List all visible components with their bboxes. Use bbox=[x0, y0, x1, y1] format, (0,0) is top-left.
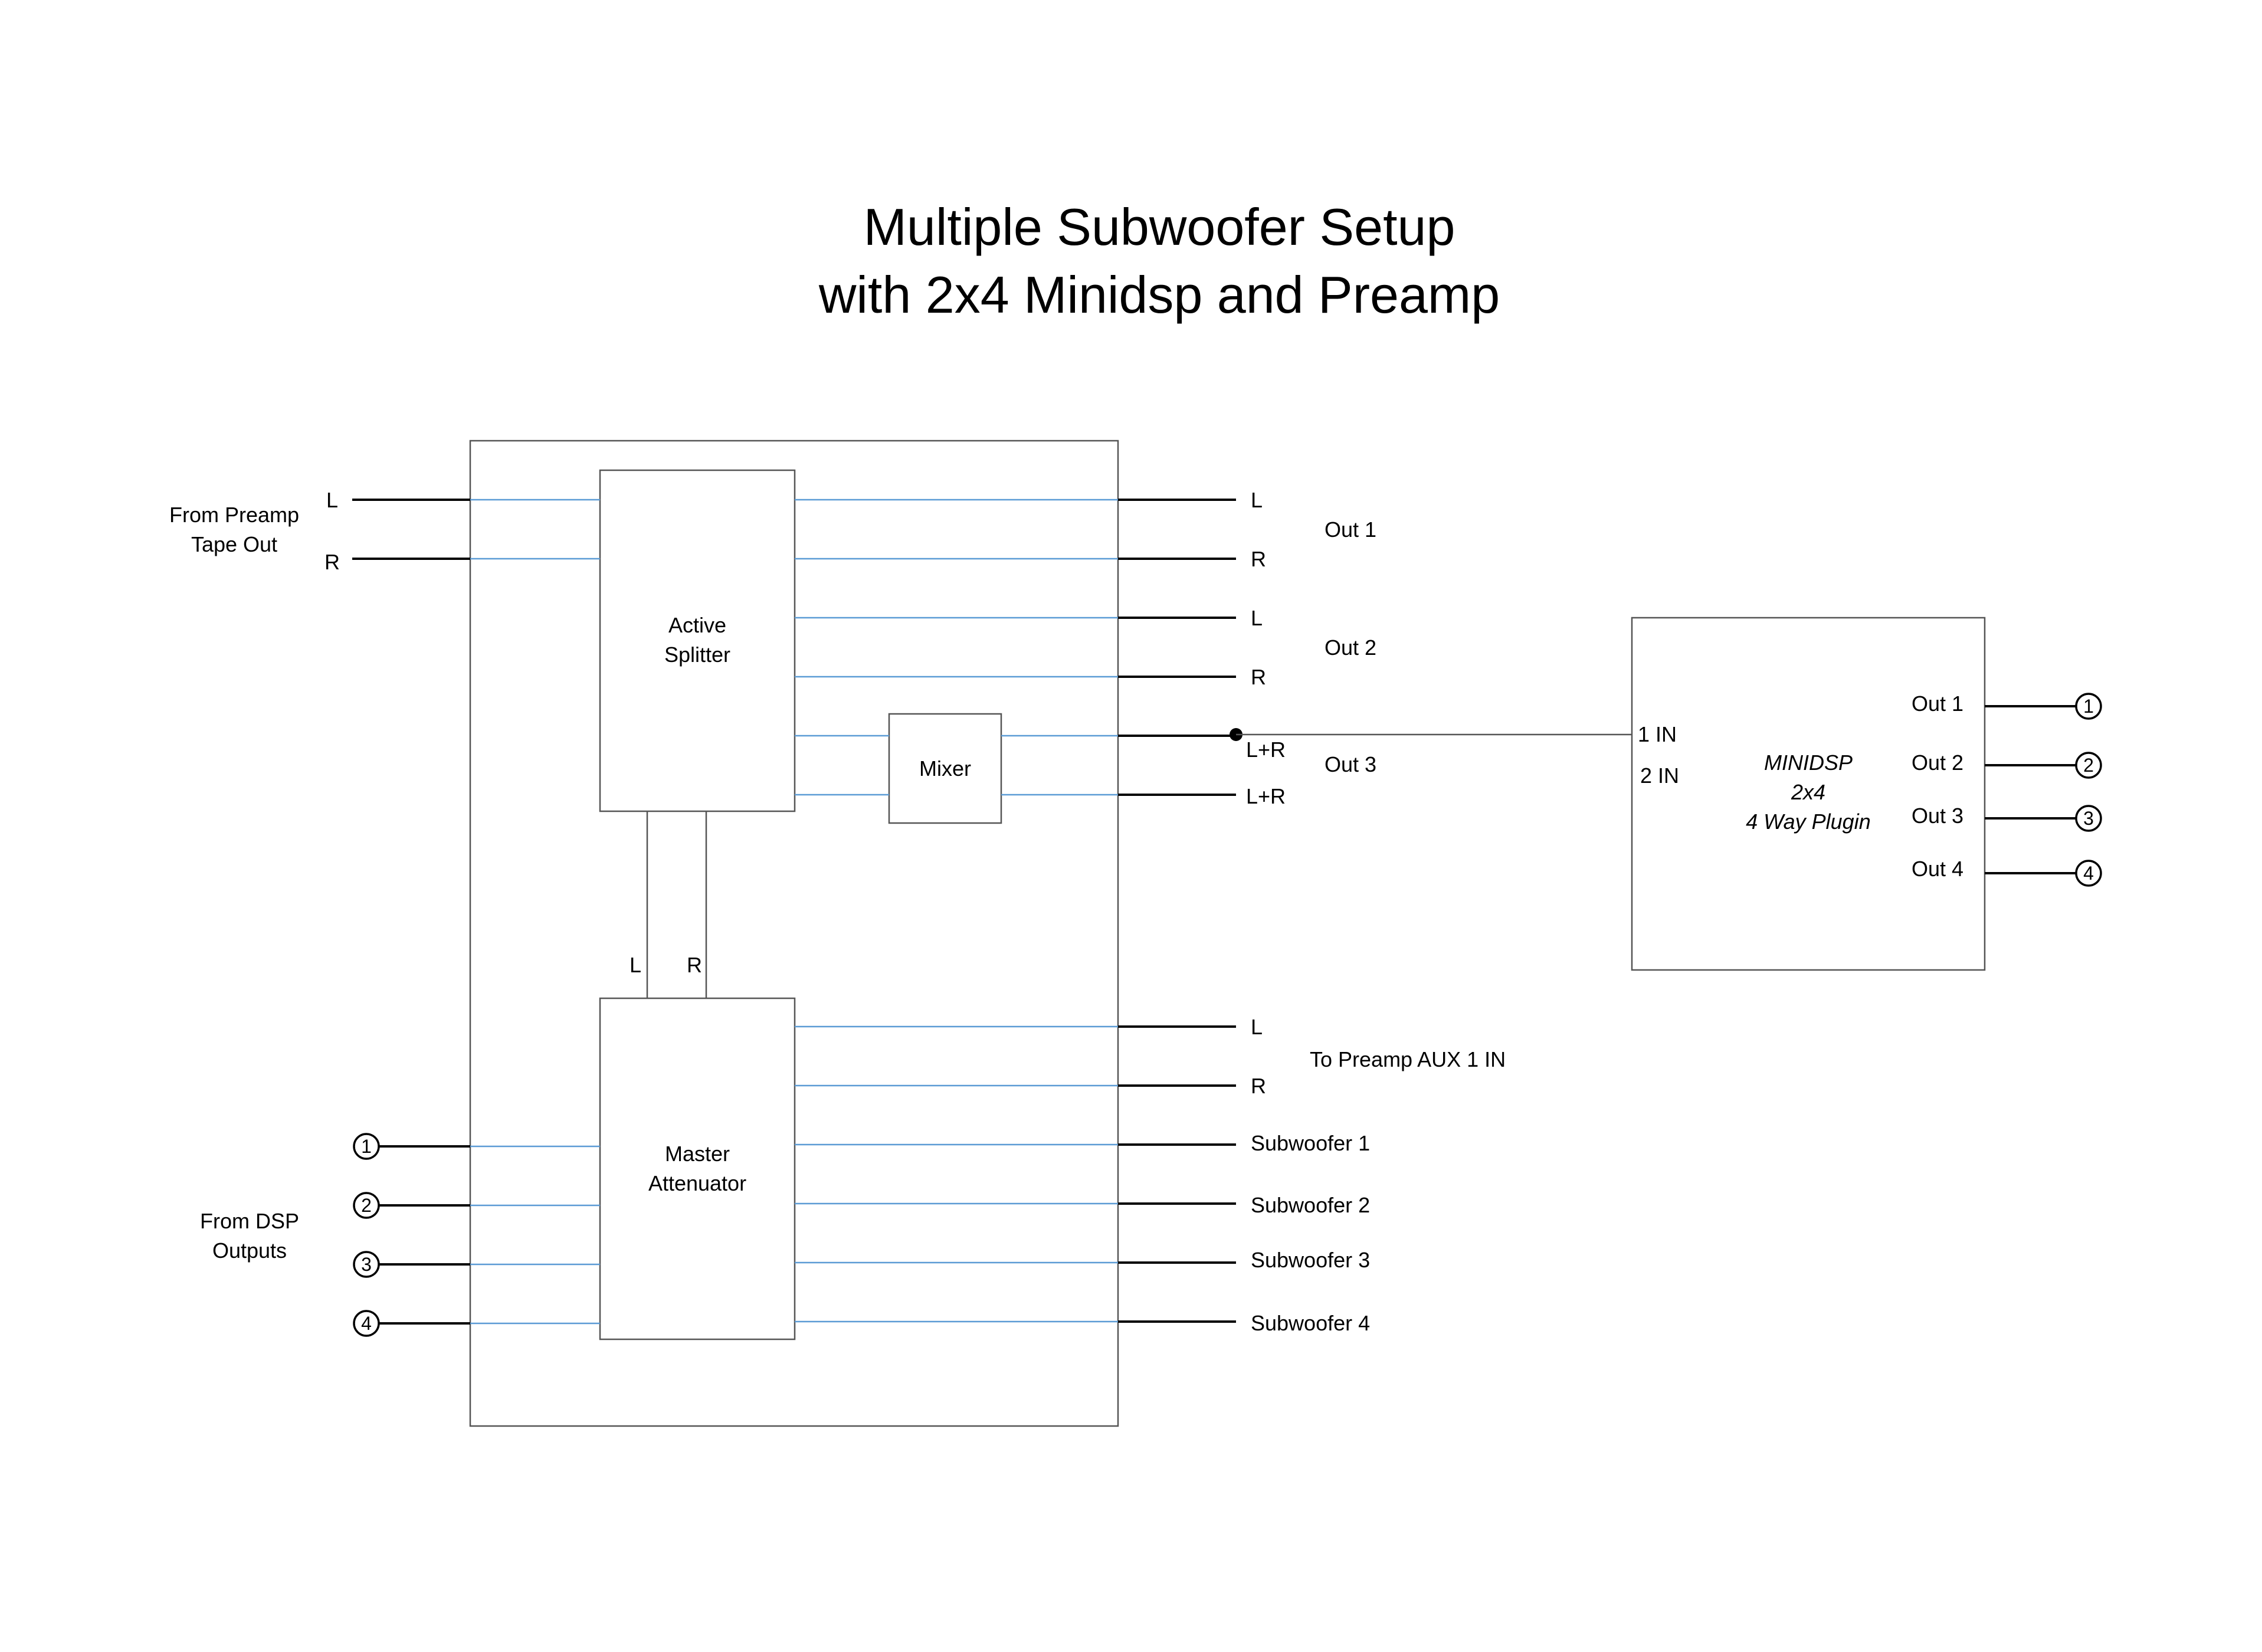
minidsp-block bbox=[1631, 617, 1986, 971]
minidsp-port-2-number: 2 bbox=[2083, 755, 2094, 776]
link-right-label: R bbox=[687, 953, 702, 977]
dsp-input-port-2: 2 bbox=[353, 1192, 380, 1219]
minidsp-port-4: 4 bbox=[2075, 860, 2102, 887]
dsp-input-port-2-number: 2 bbox=[361, 1195, 372, 1216]
active-splitter-block bbox=[599, 469, 796, 812]
link-left-label: L bbox=[630, 953, 641, 977]
preamp-input-r-label: R bbox=[324, 550, 340, 574]
subwoofer-3-label: Subwoofer 3 bbox=[1251, 1248, 1370, 1272]
out1-label: Out 1 bbox=[1325, 517, 1376, 542]
minidsp-label-1: MINIDSP bbox=[1764, 750, 1853, 775]
aux-label: To Preamp AUX 1 IN bbox=[1310, 1047, 1506, 1071]
dsp-input-label-2: Outputs bbox=[212, 1238, 287, 1263]
master-attenuator-label-2: Attenuator bbox=[648, 1171, 746, 1195]
preamp-input-l-label: L bbox=[326, 488, 338, 512]
out1-l-label: L bbox=[1251, 488, 1263, 512]
minidsp-port-1-number: 1 bbox=[2083, 696, 2094, 717]
dsp-input-port-4: 4 bbox=[353, 1310, 380, 1337]
aux-r-label: R bbox=[1251, 1074, 1266, 1098]
dsp-input-port-1-number: 1 bbox=[361, 1136, 372, 1157]
minidsp-label-3: 4 Way Plugin bbox=[1746, 809, 1870, 834]
master-attenuator-block bbox=[599, 997, 796, 1340]
minidsp-in2-label: 2 IN bbox=[1640, 763, 1679, 788]
aux-l-label: L bbox=[1251, 1015, 1263, 1039]
out2-r-label: R bbox=[1251, 665, 1266, 689]
minidsp-in1-label: 1 IN bbox=[1638, 722, 1677, 746]
dsp-input-port-1: 1 bbox=[353, 1133, 380, 1160]
subwoofer-1-label: Subwoofer 1 bbox=[1251, 1131, 1370, 1155]
minidsp-label-2: 2x4 bbox=[1791, 780, 1825, 804]
out3-label: Out 3 bbox=[1325, 752, 1376, 776]
mixer-label: Mixer bbox=[919, 756, 971, 781]
out3-b-label: L+R bbox=[1246, 784, 1286, 808]
master-attenuator-label-1: Master bbox=[665, 1142, 730, 1166]
subwoofer-2-label: Subwoofer 2 bbox=[1251, 1193, 1370, 1217]
active-splitter-label-1: Active bbox=[668, 613, 726, 637]
dsp-input-port-4-number: 4 bbox=[361, 1313, 372, 1334]
dsp-input-port-3-number: 3 bbox=[361, 1254, 372, 1275]
out2-l-label: L bbox=[1251, 606, 1263, 630]
minidsp-out3-label: Out 3 bbox=[1912, 804, 1963, 828]
minidsp-port-4-number: 4 bbox=[2083, 863, 2094, 884]
main-enclosure bbox=[469, 440, 1119, 1427]
minidsp-port-2: 2 bbox=[2075, 752, 2102, 779]
minidsp-out4-label: Out 4 bbox=[1912, 857, 1963, 881]
preamp-input-label-1: From Preamp bbox=[169, 503, 299, 527]
out3-a-label: L+R bbox=[1246, 738, 1286, 762]
preamp-input-label-2: Tape Out bbox=[191, 532, 277, 556]
minidsp-port-1: 1 bbox=[2075, 693, 2102, 720]
minidsp-port-3-number: 3 bbox=[2083, 808, 2094, 829]
minidsp-out2-label: Out 2 bbox=[1912, 750, 1963, 775]
subwoofer-4-label: Subwoofer 4 bbox=[1251, 1311, 1370, 1335]
title-line-1: Multiple Subwoofer Setup bbox=[864, 198, 1455, 256]
dsp-input-port-3: 3 bbox=[353, 1251, 380, 1278]
dsp-input-label-1: From DSP bbox=[200, 1209, 299, 1233]
active-splitter-label-2: Splitter bbox=[664, 643, 730, 667]
minidsp-out1-label: Out 1 bbox=[1912, 691, 1963, 716]
out2-label: Out 2 bbox=[1325, 635, 1376, 660]
mixer-block bbox=[888, 713, 1002, 824]
title-line-2: with 2x4 Minidsp and Preamp bbox=[818, 266, 1500, 324]
out1-r-label: R bbox=[1251, 547, 1266, 571]
minidsp-port-3: 3 bbox=[2075, 805, 2102, 832]
